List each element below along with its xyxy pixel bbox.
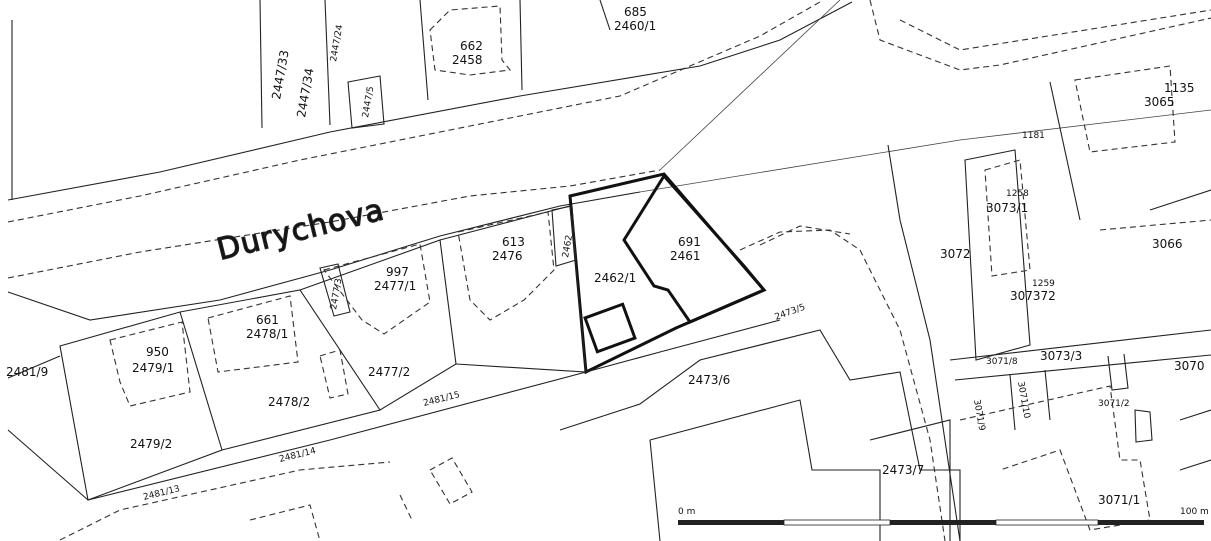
parcel-label: 2473/6: [688, 373, 730, 387]
lower-right-parcels: [559, 144, 1211, 541]
parcel-label: 3071/8: [986, 357, 1018, 367]
parcel-label: 2477/2: [368, 365, 410, 379]
parcel-label: 2478/1: [246, 327, 288, 341]
parcel-label: 1259: [1032, 279, 1055, 289]
parcel-label: 2461: [670, 249, 701, 263]
parcel-label: 3066: [1152, 237, 1183, 251]
parcel-label: 1181: [1022, 131, 1045, 141]
parcel-label: 662: [460, 39, 483, 53]
parcel-label: 2460/1: [614, 19, 656, 33]
parcel-label: 3070: [1174, 359, 1205, 373]
parcel-label: 950: [146, 345, 169, 359]
parcel-label: 2479/2: [130, 437, 172, 451]
scale-bar-end-label: 100 m: [1180, 507, 1209, 517]
parcel-label: 307372: [1010, 289, 1056, 303]
street-borders: [7, 0, 1211, 321]
parcel-label: 3073/1: [986, 201, 1028, 215]
parcel-label: 3065: [1144, 95, 1175, 109]
parcel-label: 2479/1: [132, 361, 174, 375]
parcel-label: 3071/2: [1098, 399, 1130, 409]
lower-parcels: [7, 205, 781, 541]
parcel-label: 613: [502, 235, 525, 249]
parcel-label: 1135: [1164, 81, 1195, 95]
parcel-label: 691: [678, 235, 701, 249]
upper-parcels: [11, 0, 1211, 221]
parcel-label: 2476: [492, 249, 523, 263]
scale-bar: 0 m 100 m: [678, 507, 1209, 526]
parcel-label: 2462: [561, 234, 575, 258]
parcel-label: 2481/9: [6, 365, 48, 379]
parcel-label: 1258: [1006, 189, 1029, 199]
parcel-label: 2478/2: [268, 395, 310, 409]
parcel-label: 2462/1: [594, 271, 636, 285]
parcel-label: 997: [386, 265, 409, 279]
scale-bar-start-label: 0 m: [678, 507, 695, 517]
parcel-label: 2458: [452, 53, 483, 67]
parcel-label: 2473/7: [882, 463, 924, 477]
parcel-label: 3073/3: [1040, 349, 1082, 363]
parcel-label: 661: [256, 313, 279, 327]
parcel-label: 685: [624, 5, 647, 19]
parcel-label: 3071/1: [1098, 493, 1140, 507]
parcel-label: 2477/1: [374, 279, 416, 293]
parcel-label: 3072: [940, 247, 971, 261]
parcel-labels: 2447/33 2447/34 2447/24 2447/5 2458 662 …: [6, 5, 1205, 507]
